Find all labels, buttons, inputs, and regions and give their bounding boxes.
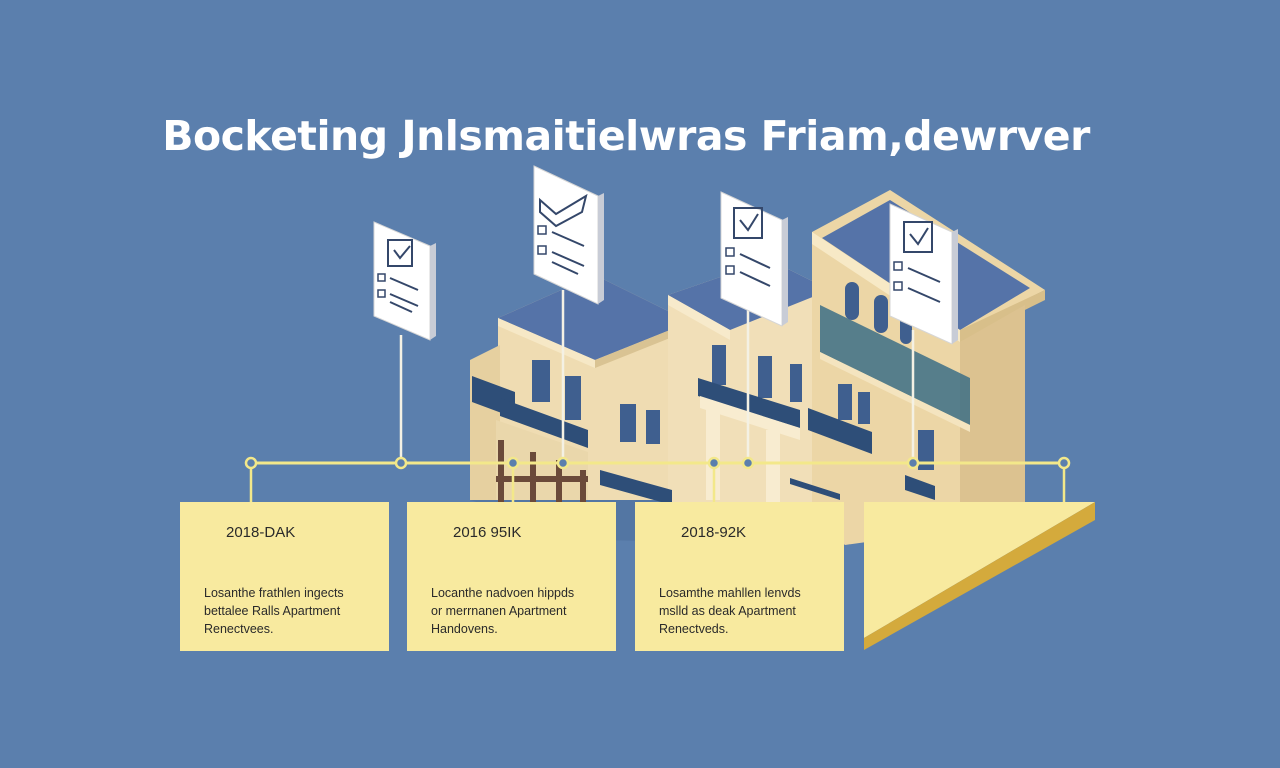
timeline-node [906, 456, 920, 470]
card-description: Losamthe mahllen lenvds mslld as deak Ap… [659, 586, 801, 636]
timeline-node [506, 456, 520, 470]
card-description: Losanthe frathlen ingects bettalee Ralls… [204, 586, 344, 636]
timeline-card-3: 2018-92K Losamthe mahllen lenvds mslld a… [635, 502, 844, 651]
page-title: Bocketing Jnlsmaitielwras Friam,dewrver [162, 112, 1090, 160]
card-year: 2018-DAK [226, 524, 296, 541]
checkmark-document-icon [533, 165, 604, 305]
card-year: 2018-92K [681, 524, 747, 541]
timeline-card-1: 2018-DAK Losanthe frathlen ingects betta… [180, 502, 389, 651]
timeline-node [556, 456, 570, 470]
card-year: 2016 95IK [453, 524, 522, 541]
timeline [249, 461, 1066, 502]
slanted-card [864, 502, 1095, 650]
checklist-icon [720, 191, 788, 327]
timeline-nodes [244, 456, 1071, 470]
timeline-node [244, 456, 258, 470]
card-description: Locanthe nadvoen hippds or merrnanen Apa… [431, 586, 575, 636]
marker-poles [399, 290, 915, 462]
timeline-node [707, 456, 721, 470]
timeline-node [1057, 456, 1071, 470]
timeline-node [741, 456, 755, 470]
timeline-node [394, 456, 408, 470]
checklist-icon [889, 203, 958, 345]
timeline-card-2: 2016 95IK Locanthe nadvoen hippds or mer… [407, 502, 616, 651]
checklist-icon [373, 221, 436, 341]
